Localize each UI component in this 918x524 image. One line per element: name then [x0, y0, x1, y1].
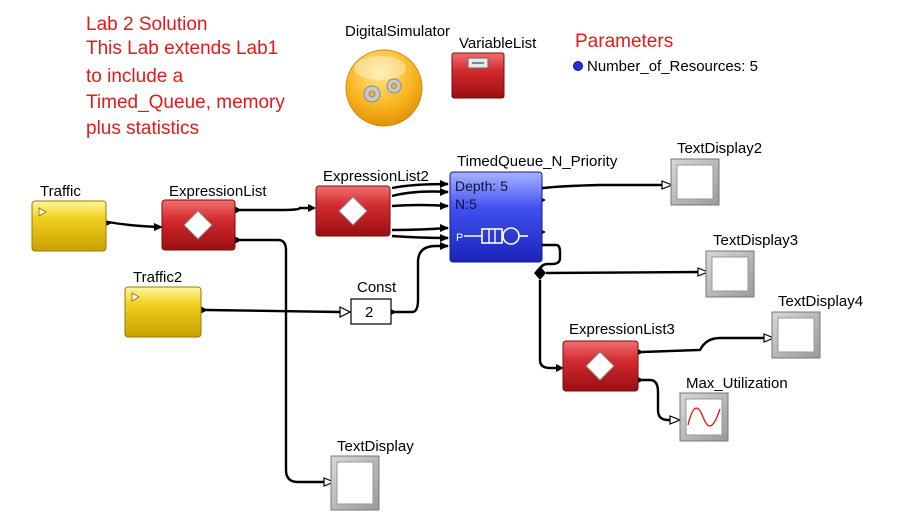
wire-expressionlist-to-textdisplay[interactable] — [240, 238, 330, 484]
expressionlist2-label: ExpressionList2 — [323, 168, 429, 185]
parameter-bullet-icon — [573, 61, 583, 71]
max-utilization-label: Max_Utilization — [686, 375, 788, 392]
lab-annotation: Lab 2 Solution This Lab extends Lab1 to … — [86, 14, 285, 139]
const-label: Const — [357, 279, 397, 296]
textdisplay-block[interactable]: TextDisplay — [330, 438, 414, 511]
connections — [104, 180, 776, 487]
wire-traffic-to-expressionlist[interactable] — [107, 220, 161, 229]
traffic2-block[interactable]: Traffic2 — [124, 269, 202, 338]
variable-list-block[interactable]: VariableList — [451, 35, 537, 99]
parameters-title: Parameters — [575, 31, 673, 52]
queue-priority-port: P — [456, 232, 463, 244]
variable-list-label: VariableList — [459, 35, 537, 52]
screen-icon — [777, 317, 815, 353]
play-icon — [38, 207, 47, 217]
diamond-icon — [183, 210, 213, 240]
play-icon — [131, 292, 140, 302]
annotation-line-4: Timed_Queue, memory — [86, 92, 285, 113]
traffic2-label: Traffic2 — [133, 269, 182, 286]
queue-server-icon: P — [456, 227, 528, 245]
annotation-line-3: to include a — [86, 66, 184, 87]
queue-n-status: N:5 — [455, 196, 477, 212]
timed-queue-label: TimedQueue_N_Priority — [457, 153, 618, 170]
textdisplay-label: TextDisplay — [337, 438, 414, 455]
screen-icon — [711, 256, 749, 292]
wire-queue-to-expressionlist3[interactable] — [538, 280, 560, 370]
sine-wave-icon — [687, 407, 721, 427]
annotation-line-1: Lab 2 Solution — [86, 14, 208, 35]
textdisplay2-label: TextDisplay2 — [677, 140, 762, 157]
parameter-number-of-resources[interactable]: Number_of_Resources: 5 — [587, 58, 758, 75]
expressionlist-label: ExpressionList — [169, 183, 267, 200]
diamond-icon — [338, 196, 368, 226]
digital-simulator-label: DigitalSimulator — [345, 23, 450, 40]
expressionlist2-block[interactable]: ExpressionList2 — [315, 168, 429, 237]
parameters-panel: Parameters Number_of_Resources: 5 — [573, 31, 758, 75]
textdisplay2-block[interactable]: TextDisplay2 — [670, 140, 762, 206]
queue-depth-status: Depth: 5 — [455, 178, 508, 194]
wire-expressionlist-to-expressionlist2[interactable] — [240, 206, 314, 212]
wire-expressionlist3-to-max-utilization[interactable] — [642, 378, 674, 422]
textdisplay3-label: TextDisplay3 — [713, 232, 798, 249]
digital-simulator-block[interactable]: DigitalSimulator — [345, 23, 450, 127]
textdisplay3-block[interactable]: TextDisplay3 — [705, 232, 798, 298]
timed-queue-block[interactable]: TimedQueue_N_Priority Depth: 5 N:5 P — [449, 153, 618, 263]
wire-expressionlist3-to-textdisplay4[interactable] — [641, 336, 764, 354]
wire-queue-to-textdisplay2[interactable] — [543, 183, 664, 190]
gears-icon — [363, 78, 402, 103]
wire-queue-to-textdisplay3[interactable] — [545, 270, 701, 275]
wire-const-to-queue[interactable] — [395, 244, 448, 314]
textdisplay4-label: TextDisplay4 — [778, 293, 863, 310]
diamond-icon — [585, 351, 615, 381]
max-utilization-block[interactable]: Max_Utilization — [679, 375, 788, 442]
traffic-label: Traffic — [40, 183, 81, 200]
screen-icon — [336, 461, 374, 505]
annotation-line-5: plus statistics — [86, 118, 199, 139]
expressionlist-block[interactable]: ExpressionList — [161, 183, 267, 251]
const-value: 2 — [365, 304, 373, 321]
textdisplay4-block[interactable]: TextDisplay4 — [771, 293, 863, 359]
wire-traffic2-to-const[interactable] — [205, 308, 341, 314]
annotation-line-2: This Lab extends Lab1 — [86, 38, 278, 59]
screen-icon — [676, 164, 714, 200]
junction-node — [534, 266, 546, 280]
traffic-block[interactable]: Traffic — [31, 183, 107, 252]
const-block[interactable]: Const 2 — [350, 279, 397, 325]
expressionlist3-block[interactable]: ExpressionList3 — [562, 321, 675, 392]
expressionlist3-label: ExpressionList3 — [569, 321, 675, 338]
